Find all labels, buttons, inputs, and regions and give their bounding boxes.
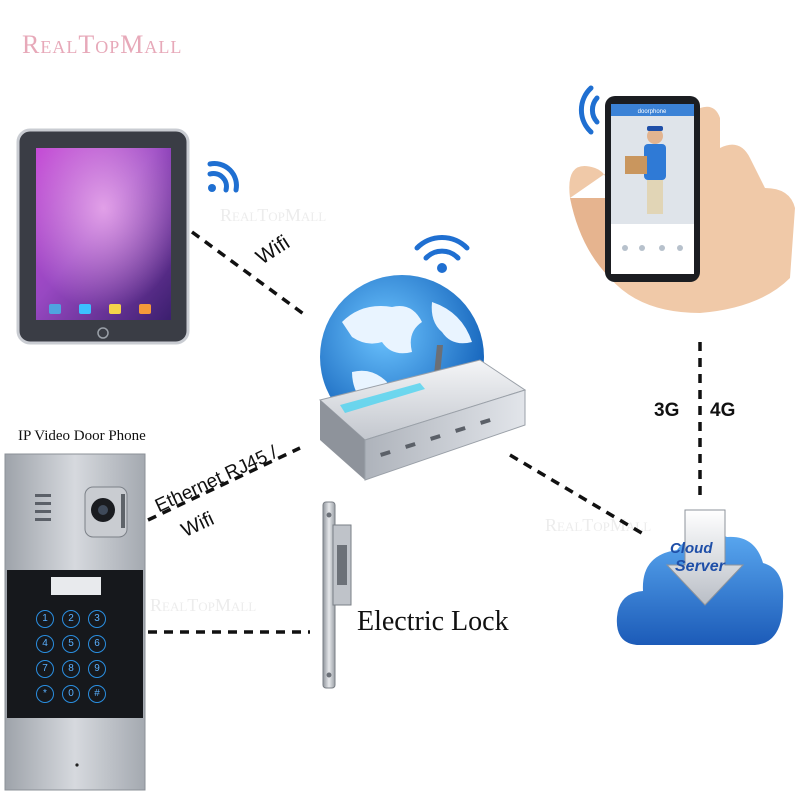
keypad-key[interactable]: 6 xyxy=(88,635,106,653)
brand-watermark: RealTopMall xyxy=(22,30,183,59)
keypad-key[interactable]: 5 xyxy=(62,635,80,653)
faint-watermark-3: RealTopMall xyxy=(150,595,257,615)
keypad-key[interactable]: 4 xyxy=(36,635,54,653)
label-3g: 3G xyxy=(654,400,680,421)
faint-watermark-1: RealTopMall xyxy=(220,205,327,225)
keypad-key[interactable]: 3 xyxy=(88,610,106,628)
cloud-label-line2: Server xyxy=(675,558,725,575)
label-4g: 4G xyxy=(710,400,736,421)
router-wifi-icon xyxy=(414,235,470,273)
wifi-signal-icon xyxy=(207,161,239,193)
tablet-router-line xyxy=(190,230,307,317)
cloud-label-line1: Cloud xyxy=(670,540,713,557)
doorphone-router-line xyxy=(147,446,301,522)
keypad-key[interactable]: 1 xyxy=(36,610,54,628)
phone-app-title: doorphone xyxy=(638,109,667,115)
keypad-key[interactable]: 8 xyxy=(62,660,80,678)
keypad: 1 2 3 4 5 6 7 8 9 * 0 # xyxy=(36,610,116,703)
tablet-image xyxy=(16,128,190,345)
keypad-key[interactable]: 2 xyxy=(62,610,80,628)
electric-lock-label: Electric Lock xyxy=(357,606,509,637)
door-phone-title: IP Video Door Phone xyxy=(18,428,146,444)
keypad-key[interactable]: # xyxy=(88,685,106,703)
phone-wifi-icon xyxy=(578,85,600,135)
router-cloud-line xyxy=(509,453,646,537)
keypad-key[interactable]: 0 xyxy=(62,685,80,703)
keypad-key[interactable]: 9 xyxy=(88,660,106,678)
keypad-key[interactable]: 7 xyxy=(36,660,54,678)
faint-watermark-2: RealTopMall xyxy=(545,515,652,535)
smartphone-in-hand-image: doorphone xyxy=(569,96,795,313)
keypad-key[interactable]: * xyxy=(36,685,54,703)
electric-lock-image xyxy=(322,501,352,689)
router-image xyxy=(318,345,527,481)
cloud-server-image xyxy=(616,509,784,645)
